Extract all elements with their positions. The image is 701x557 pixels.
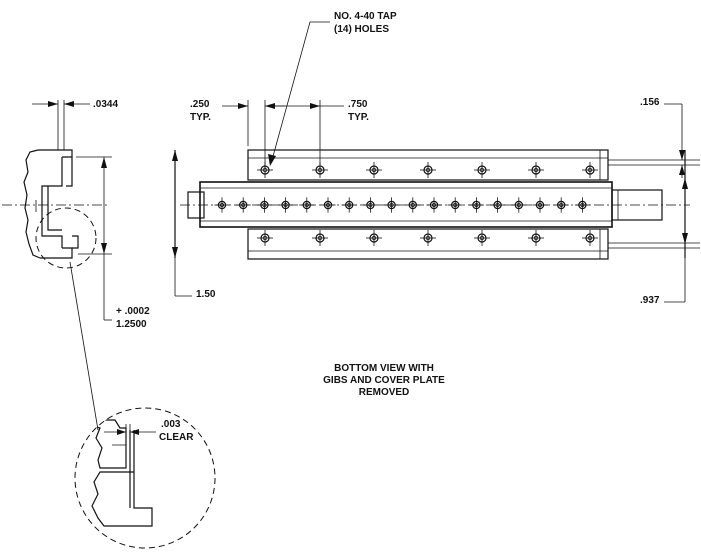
- dimension-156: .156: [640, 97, 685, 178]
- tap-note-line2: (14) HOLES: [334, 24, 389, 35]
- tapped-hole: [420, 162, 436, 178]
- slide-hole: [384, 197, 400, 213]
- dim-label-937: .937: [640, 295, 660, 306]
- tapped-hole: [257, 230, 273, 246]
- slide-hole: [468, 197, 484, 213]
- dim-label-003: .003: [161, 419, 181, 430]
- detail-circle: [74, 407, 216, 549]
- center-row-holes: [214, 197, 590, 213]
- center-slide: [180, 181, 690, 228]
- slide-hole: [447, 197, 463, 213]
- detail-reference-circle: [35, 207, 97, 269]
- slide-hole: [362, 197, 378, 213]
- plan-view: NO. 4-40 TAP (14) HOLES .250 TYP. .750 T…: [172, 11, 700, 306]
- tapped-hole: [474, 162, 490, 178]
- tapped-hole: [528, 230, 544, 246]
- dim-label-750-typ: TYP.: [348, 112, 369, 123]
- tapped-hole: [582, 230, 598, 246]
- section-view: .0344 + .0002 1.2500: [2, 99, 150, 431]
- dim-label-1-2500: 1.2500: [116, 319, 147, 330]
- dimension-750-typ: .750 TYP.: [265, 99, 369, 165]
- slide-hole: [256, 197, 272, 213]
- slide-hole: [574, 197, 590, 213]
- dim-label-250-typ: TYP.: [190, 112, 211, 123]
- dim-label-156: .156: [640, 97, 660, 108]
- tapped-hole: [366, 162, 382, 178]
- slide-hole: [532, 197, 548, 213]
- dim-label-250: .250: [190, 99, 210, 110]
- slide-hole: [341, 197, 357, 213]
- slide-hole: [235, 197, 251, 213]
- slide-hole: [320, 197, 336, 213]
- tapped-hole: [528, 162, 544, 178]
- slide-hole: [214, 197, 230, 213]
- dimension-0344: .0344: [32, 99, 118, 150]
- view-caption: BOTTOM VIEW WITH GIBS AND COVER PLATE RE…: [323, 363, 445, 398]
- tapped-hole: [366, 230, 382, 246]
- upper-rail: [247, 149, 700, 181]
- tapped-holes-upper-row: [257, 162, 598, 178]
- dimension-003-clear: .003 CLEAR: [104, 419, 194, 443]
- section-profile: [2, 149, 110, 259]
- dim-label-0344: .0344: [93, 99, 118, 110]
- dim-label-tolerance: + .0002: [116, 306, 150, 317]
- detail-view: .003 CLEAR: [74, 407, 216, 549]
- dimension-1-2500: + .0002 1.2500: [76, 156, 150, 330]
- caption-line-2: GIBS AND COVER PLATE: [323, 375, 445, 386]
- slide-hole: [426, 197, 442, 213]
- slide-hole: [511, 197, 527, 213]
- tapped-hole: [474, 230, 490, 246]
- tap-note: NO. 4-40 TAP (14) HOLES: [268, 11, 397, 166]
- tapped-holes-lower-row: [257, 230, 598, 246]
- caption-line-3: REMOVED: [359, 387, 410, 398]
- dim-label-clear: CLEAR: [159, 432, 194, 443]
- detail-profile: [75, 419, 153, 527]
- slide-hole: [405, 197, 421, 213]
- tapped-hole: [582, 162, 598, 178]
- dim-label-1-50: 1.50: [196, 289, 216, 300]
- caption-line-1: BOTTOM VIEW WITH: [334, 363, 434, 374]
- slide-hole: [490, 197, 506, 213]
- detail-leader-line: [69, 261, 99, 431]
- slide-hole: [553, 197, 569, 213]
- slide-hole: [278, 197, 294, 213]
- tapped-hole: [420, 230, 436, 246]
- dim-label-750: .750: [348, 99, 368, 110]
- slide-hole: [299, 197, 315, 213]
- tap-note-line1: NO. 4-40 TAP: [334, 11, 397, 22]
- lower-rail: [247, 228, 700, 260]
- dimension-1-50: 1.50: [172, 150, 216, 300]
- dimension-937: .937: [640, 170, 688, 306]
- tapped-hole: [312, 230, 328, 246]
